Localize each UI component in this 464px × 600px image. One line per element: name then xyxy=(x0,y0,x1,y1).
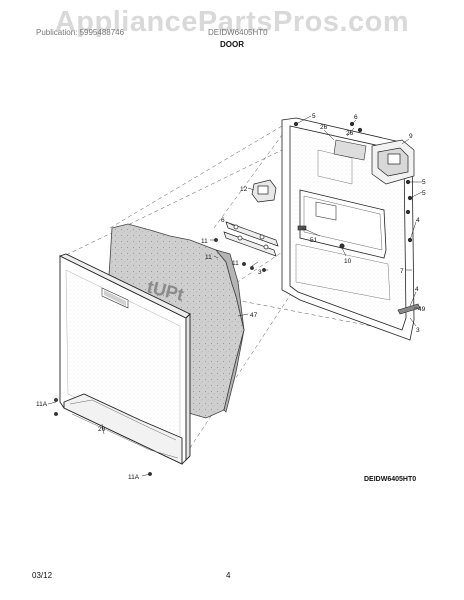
callout-10: 10 xyxy=(344,258,352,265)
callout-4: 4 xyxy=(415,286,419,293)
callout-3: 3 xyxy=(416,327,420,334)
callout-7: 7 xyxy=(400,268,404,275)
callout-11A: 11A xyxy=(128,474,140,481)
section-title: DOOR xyxy=(220,40,244,49)
header-model: DEIDW6405HT0 xyxy=(208,28,268,37)
outer-door-panel xyxy=(58,253,191,465)
callout-9: 9 xyxy=(409,133,413,140)
callout-5: 5 xyxy=(422,179,426,186)
callout-6: 6 xyxy=(354,114,358,121)
hinge-brackets xyxy=(223,221,279,257)
callout-26: 26 xyxy=(346,130,354,137)
callout-11: 11 xyxy=(205,254,212,261)
model-code: DEIDW6405HT0 xyxy=(364,476,417,483)
door-gasket xyxy=(397,303,421,315)
callout-3: 3 xyxy=(258,269,262,276)
callout-49: 49 xyxy=(418,306,426,313)
callout-12: 12 xyxy=(240,186,248,193)
callout-11: 11 xyxy=(201,238,208,245)
footer-date: 03/12 xyxy=(32,571,53,580)
callout-26: 26 xyxy=(320,124,328,131)
callout-51: 51 xyxy=(310,237,318,244)
callout-4: 4 xyxy=(416,217,420,224)
callout-6: 6 xyxy=(221,217,225,224)
callout-11A: 11A xyxy=(36,401,48,408)
footer-page-number: 4 xyxy=(226,571,231,580)
control-module xyxy=(371,139,415,185)
callout-20: 20 xyxy=(98,426,106,433)
watermark: AppliancePartsPros.com xyxy=(54,6,410,38)
leader-lines xyxy=(47,115,423,477)
publication-number: Publication: 5995488746 xyxy=(36,28,125,37)
inner-door-liner xyxy=(281,117,415,341)
callout-11: 11 xyxy=(232,260,239,267)
callouts: 5 26 6 26 9 5 5 12 6 11 11 11 3 4 51 10 … xyxy=(36,113,426,481)
callout-47: 47 xyxy=(250,312,258,319)
door-latch xyxy=(251,179,277,203)
callout-5: 5 xyxy=(422,190,426,197)
callout-5: 5 xyxy=(312,113,316,120)
